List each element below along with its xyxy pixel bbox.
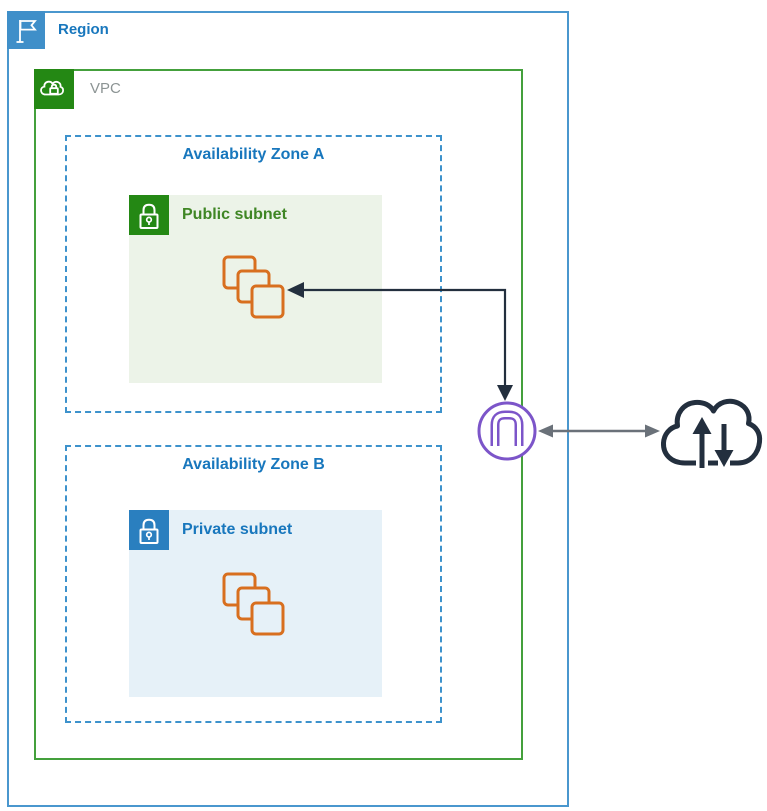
availability-zone-a-label: Availability Zone A <box>182 146 325 163</box>
private-subnet-label: Private subnet <box>182 521 293 538</box>
region-icon-tile <box>7 11 45 49</box>
internet-cloud-icon <box>661 398 763 469</box>
public-subnet-icon-tile <box>129 195 169 235</box>
vpc-icon-tile <box>34 69 74 109</box>
private-subnet-box: Private subnet <box>129 510 382 697</box>
private-subnet-icon-tile <box>129 510 169 550</box>
public-subnet-label: Public subnet <box>182 206 287 223</box>
availability-zone-b-box: Availability Zone B <box>65 445 442 723</box>
public-subnet-box: Public subnet <box>129 195 382 383</box>
flag-icon <box>16 20 37 43</box>
region-label: Region <box>58 21 109 38</box>
lock-icon <box>139 518 159 544</box>
lock-icon <box>139 203 159 229</box>
up-down-arrows <box>692 417 734 468</box>
vpc-cloud-lock-icon <box>40 80 65 96</box>
availability-zone-b-label: Availability Zone B <box>182 456 325 473</box>
vpc-label: VPC <box>90 80 121 97</box>
availability-zone-a-box: Availability Zone A <box>65 135 442 413</box>
